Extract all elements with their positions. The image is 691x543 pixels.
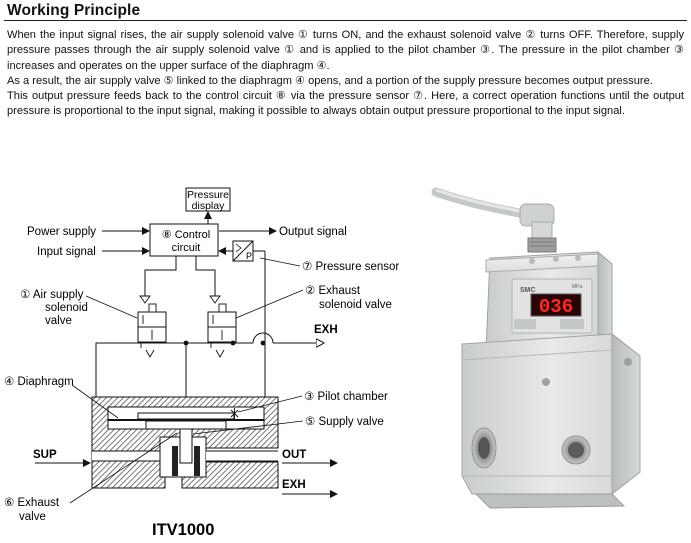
input-signal-label: Input signal [37,246,96,258]
brand-label: SMC [520,287,536,294]
itv1000-product-image: SMC MPa 036 [431,187,641,509]
upper-housing: SMC MPa 036 [485,250,613,363]
display-value: 036 [539,296,573,318]
exhaust-valve-label-1: ② Exhaust [305,285,361,297]
connector [519,203,557,253]
regulator-body-section [91,396,279,489]
control-circuit-label-1: ⑧ Control [162,229,210,241]
cable [431,187,529,219]
pressure-display-box: Pressure display [185,187,231,212]
pressure-sensor-symbol: P [232,240,254,262]
air-supply-valve-label-1: ① Air supply [20,289,84,301]
pilot-chamber-label: ③ Pilot chamber [304,391,388,403]
description-text: When the input signal rises, the air sup… [7,28,684,120]
section-heading: Working Principle [7,2,141,19]
exh-top-label: EXH [314,324,338,336]
output-signal-label: Output signal [279,226,347,238]
paragraph-2: As a result, the air supply valve ⑤ link… [7,74,653,87]
control-circuit-label-2: circuit [172,242,201,254]
digital-display [530,293,582,317]
lower-body [461,332,641,509]
sup-label: SUP [33,449,57,461]
exhaust-valve-label-2: solenoid valve [319,299,392,311]
exhaust-solenoid-valve-symbol [207,295,237,358]
control-circuit-box [149,223,219,257]
supply-valve-label: ⑤ Supply valve [305,416,384,428]
air-supply-valve-label-3: valve [45,315,72,327]
sensor-p-label: P [246,251,252,261]
pressure-display-label-2: display [192,200,225,212]
air-supply-valve-label-2: solenoid [45,302,88,314]
air-supply-solenoid-valve-symbol [137,295,167,358]
exhaust-valve6-label-2: valve [19,511,46,523]
out-label: OUT [282,449,306,461]
exh-bottom-label: EXH [282,479,306,491]
pressure-sensor-label: ⑦ Pressure sensor [302,261,399,273]
exhaust-valve6-label-1: ⑥ Exhaust [4,497,60,509]
heading-rule [4,20,687,21]
paragraph-1: When the input signal rises, the air sup… [7,29,684,72]
power-supply-label: Power supply [27,226,96,238]
paragraph-3: This output pressure feeds back to the c… [7,90,684,118]
pressure-display-label-1: Pressure [187,189,229,201]
model-label: ITV1000 [152,521,214,539]
diaphragm-label: ④ Diaphragm [4,376,74,388]
working-principle-diagram: Pressure display ⑧ Control circuit Power… [4,187,399,539]
unit-label: MPa [572,284,583,290]
